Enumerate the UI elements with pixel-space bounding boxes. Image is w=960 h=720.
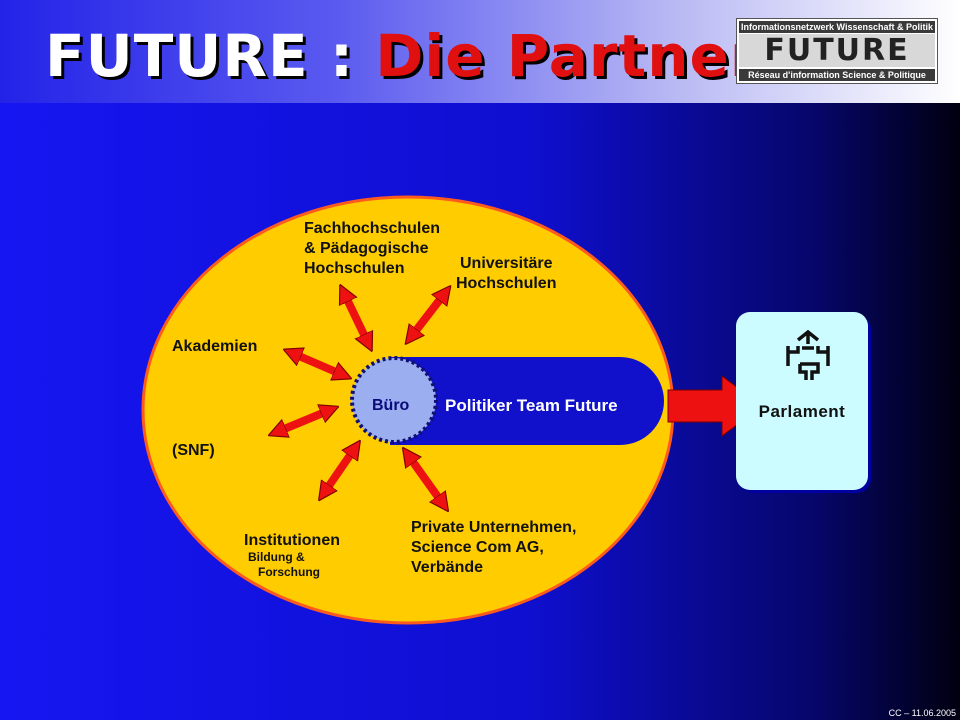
- label-private: Private Unternehmen, Science Com AG, Ver…: [411, 519, 577, 576]
- label-fachhochschulen: Fachhochschulen & Pädagogische Hochschul…: [304, 220, 441, 277]
- label-institutionen-sub: Bildung & Forschung: [248, 550, 320, 579]
- parlament-label: Parlament: [758, 402, 846, 421]
- arrow-institutionen: [324, 448, 355, 493]
- arrow-fachhochschulen: [344, 293, 368, 343]
- future-logo: Informationsnetzwerk Wissenschaft & Poli…: [736, 18, 938, 84]
- page-title: FUTURE : Die Partner: [45, 22, 759, 90]
- parlament-box: Parlament: [736, 312, 868, 490]
- buero-label: Büro: [372, 397, 410, 414]
- arrow-snf: [277, 410, 330, 432]
- title-part-partner: Die Partner: [375, 22, 760, 90]
- arrow-universitaere: [411, 293, 445, 337]
- label-snf: (SNF): [172, 442, 215, 459]
- label-universitaere: Universitäre Hochschulen: [456, 255, 557, 292]
- label-institutionen: Institutionen: [244, 532, 340, 549]
- arrow-akademien: [292, 353, 343, 375]
- buero-circle: [350, 356, 438, 444]
- title-part-future: FUTURE :: [45, 22, 355, 90]
- team-label: Politiker Team Future: [445, 396, 618, 415]
- logo-main-text: FUTURE: [739, 34, 935, 67]
- logo-bottom-text: Réseau d'information Science & Politique: [739, 69, 935, 81]
- logo-top-text: Informationsnetzwerk Wissenschaft & Poli…: [739, 21, 935, 33]
- arrow-private: [408, 455, 443, 504]
- label-akademien: Akademien: [172, 338, 258, 355]
- team-bar: [390, 357, 664, 445]
- header-banner: FUTURE : Die Partner Informationsnetzwer…: [0, 0, 960, 103]
- footer-credit: CC – 11.06.2005: [888, 708, 956, 718]
- parliament-building-icon: [786, 329, 830, 380]
